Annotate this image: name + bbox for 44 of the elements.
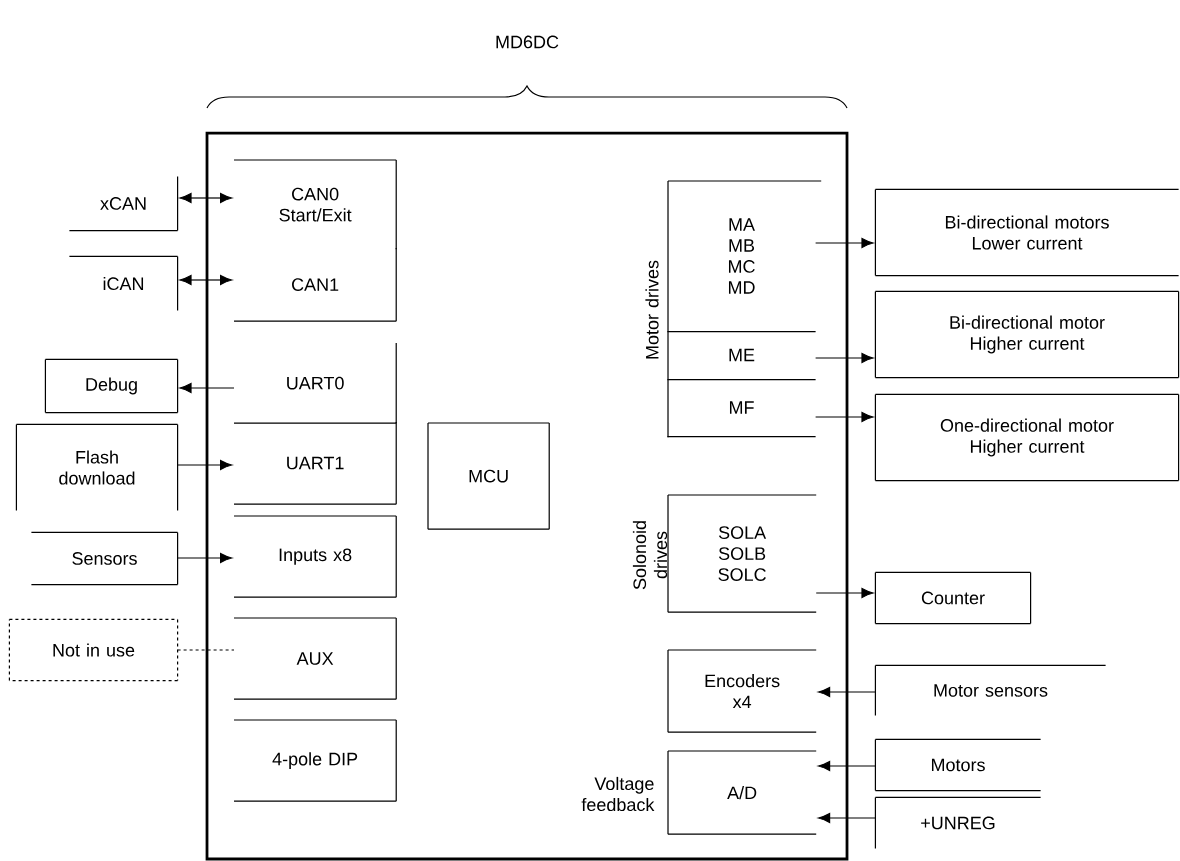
device-box: iCAN <box>68 255 179 312</box>
driver-cell: ME <box>666 348 817 381</box>
device-box: One-directional motor Higher current <box>874 393 1180 482</box>
port-box: Encoders x4 <box>667 649 817 733</box>
port-box: A/D <box>667 750 817 835</box>
driver-cell: MA MB MC MD <box>666 218 817 333</box>
driver-cell: MF <box>666 401 817 438</box>
device-box: Bi-directional motor Higher current <box>874 290 1180 379</box>
port-box: UART1 <box>233 421 397 505</box>
device-box: Motors <box>874 738 1042 792</box>
arrow <box>815 587 874 599</box>
dashed-line <box>177 649 235 651</box>
device-box: Motor sensors <box>874 664 1107 717</box>
arrow <box>815 237 874 249</box>
arrow <box>179 192 233 204</box>
arrow <box>179 274 233 286</box>
device-box: Not in use <box>8 618 179 682</box>
port-box: CAN1 <box>233 247 397 322</box>
arrow <box>815 352 874 364</box>
arrow <box>818 812 876 823</box>
controller-title: MD6DC <box>496 35 559 49</box>
arrow <box>818 686 876 698</box>
driver-box: SOLA SOLB SOLC <box>667 494 817 613</box>
arrow <box>177 552 233 564</box>
side-label: Solonoid drives <box>632 521 668 590</box>
arrow <box>177 459 233 471</box>
port-box: UART0 <box>233 342 397 424</box>
arrow <box>815 411 874 423</box>
arrow <box>818 760 876 772</box>
mcu-box: MCU <box>427 422 550 530</box>
port-box: 4-pole DIP <box>233 719 397 802</box>
device-box: Bi-directional motors Lower current <box>874 188 1180 277</box>
arrow <box>179 382 235 394</box>
side-label: Motor drives <box>645 260 659 359</box>
port-box: AUX <box>233 617 397 700</box>
device-box: Flash download <box>15 423 179 512</box>
device-box: xCAN <box>68 175 179 232</box>
port-box: CAN0 Start/Exit <box>233 159 397 250</box>
device-box: Counter <box>874 571 1032 625</box>
device-box: Sensors <box>30 531 179 586</box>
device-box: +UNREG <box>874 796 1042 850</box>
port-box: Inputs x8 <box>233 515 397 598</box>
side-label: Voltage feedback <box>581 776 655 812</box>
device-box: Debug <box>44 358 179 414</box>
